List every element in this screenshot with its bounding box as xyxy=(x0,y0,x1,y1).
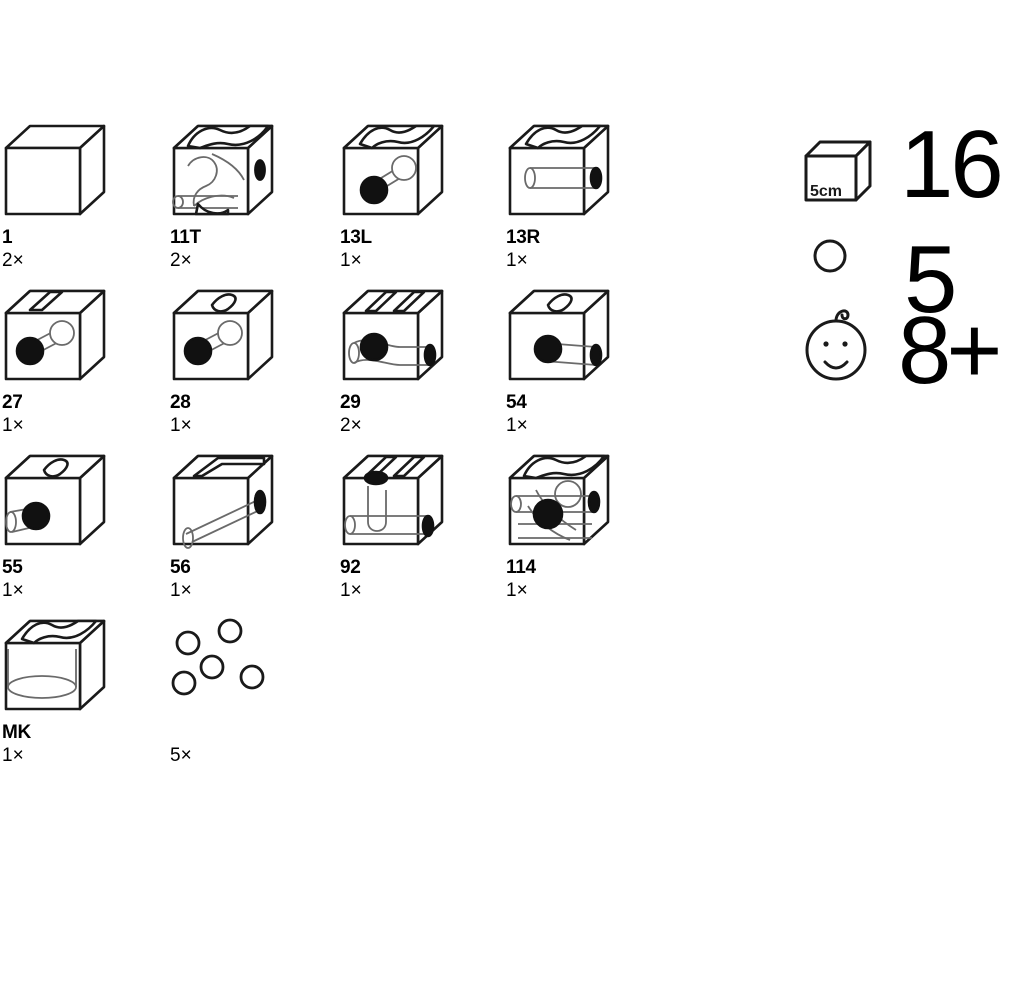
part-quantity-label: 1× xyxy=(506,580,528,601)
part-code-label: 27 xyxy=(2,392,23,413)
part-quantity-label: 1× xyxy=(170,580,192,601)
part-quantity-label: 1× xyxy=(2,745,24,766)
part-code-label: 29 xyxy=(340,392,361,413)
spec-row-cubes: 5cm 16 xyxy=(786,117,1024,222)
part-code-label: 56 xyxy=(170,557,191,578)
part-cell[interactable]: 5× xyxy=(168,615,308,775)
part-quantity-label: 2× xyxy=(2,250,24,271)
part-quantity-label: 2× xyxy=(340,415,362,436)
part-quantity-label: 1× xyxy=(506,415,528,436)
cube-29-icon xyxy=(338,285,448,385)
cube-count-value: 16 xyxy=(900,111,1004,218)
cube-27-icon xyxy=(0,285,110,385)
part-code-label: 55 xyxy=(2,557,23,578)
cube-92-icon xyxy=(338,450,448,550)
part-quantity-label: 1× xyxy=(340,580,362,601)
cube-11t-icon xyxy=(168,120,278,220)
cube-13l-icon xyxy=(338,120,448,220)
part-code-label: 114 xyxy=(506,557,536,578)
part-code-label: 13L xyxy=(340,227,372,248)
part-quantity-label: 1× xyxy=(340,250,362,271)
age-recommendation-value: 8+ xyxy=(898,297,1002,404)
spec-panel: 5cm 16 5 8+ xyxy=(786,117,1024,406)
cube-13r-icon xyxy=(504,120,614,220)
part-quantity-label: 5× xyxy=(170,745,192,766)
cube-5cm-icon: 5cm xyxy=(802,134,874,211)
part-code-label: MK xyxy=(2,722,31,743)
cube-55-icon xyxy=(0,450,110,550)
cube-56-icon xyxy=(168,450,278,550)
marble-icon xyxy=(810,236,850,281)
plain-cube-icon xyxy=(0,120,110,220)
cube-54-icon xyxy=(504,285,614,385)
cube-28-icon xyxy=(168,285,278,385)
marble-cluster-icon xyxy=(168,615,278,715)
part-quantity-label: 1× xyxy=(2,580,24,601)
part-code-label: 13R xyxy=(506,227,540,248)
cube-114-icon xyxy=(504,450,614,550)
part-quantity-label: 1× xyxy=(2,415,24,436)
part-code-label: 11T xyxy=(170,227,201,248)
part-quantity-label: 2× xyxy=(170,250,192,271)
part-code-label: 28 xyxy=(170,392,191,413)
part-quantity-label: 1× xyxy=(170,415,192,436)
spec-row-age: 8+ xyxy=(786,302,1024,402)
part-quantity-label: 1× xyxy=(506,250,528,271)
cube-mk-icon xyxy=(0,615,110,715)
part-code-label: 1 xyxy=(2,227,13,248)
cube-size-label: 5cm xyxy=(810,183,842,200)
smiley-child-icon xyxy=(796,302,876,389)
spec-row-marbles: 5 xyxy=(786,230,1024,328)
marble-count-value: 5 xyxy=(904,226,957,333)
part-code-label: 54 xyxy=(506,392,527,413)
part-code-label: 92 xyxy=(340,557,361,578)
